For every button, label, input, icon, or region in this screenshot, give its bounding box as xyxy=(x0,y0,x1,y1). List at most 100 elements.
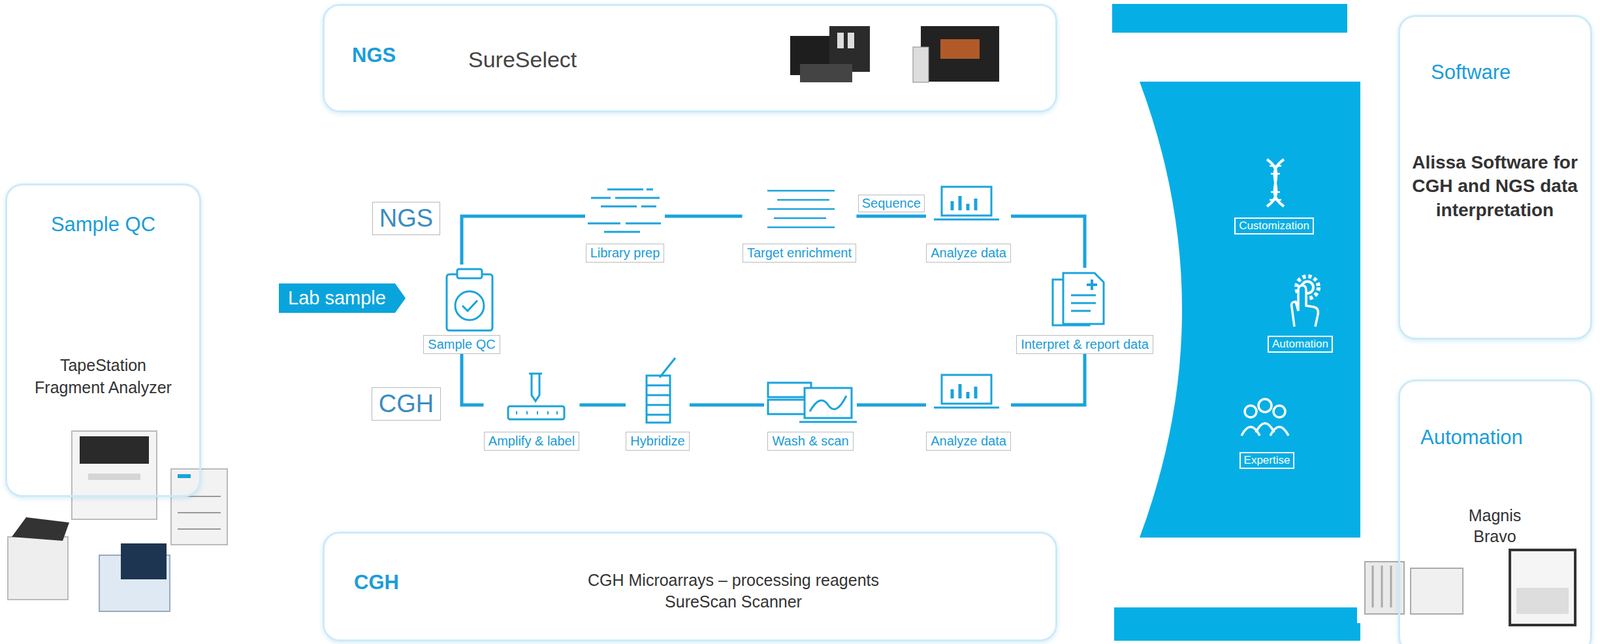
expertise-icon-part xyxy=(1270,427,1289,437)
sureselect-kits-part xyxy=(847,32,855,49)
panel-title: Software xyxy=(1430,60,1511,85)
qc-instruments-part xyxy=(120,543,167,580)
automation-instruments-part xyxy=(1372,565,1375,608)
software-panel: SoftwareAlissa Software for CGH and NGS … xyxy=(1398,15,1593,340)
step-label: Sample QC xyxy=(423,335,500,354)
workflow-icons-part xyxy=(804,387,852,418)
flow-line xyxy=(664,214,743,219)
process-step: Hybridize xyxy=(625,355,690,451)
expertise-icon-part xyxy=(1255,423,1275,433)
flow-line xyxy=(461,353,484,405)
expertise-icon-part xyxy=(1273,405,1286,418)
step-label: Interpret & report data xyxy=(1016,335,1154,354)
process-step: Interpret & report data xyxy=(1016,267,1154,354)
workflow-icons-part xyxy=(1086,279,1098,290)
step-label: Wash & scan xyxy=(767,431,853,451)
flow-line xyxy=(1010,216,1085,268)
workflow-icons-part xyxy=(446,274,493,331)
process-step: Amplify & label xyxy=(483,355,580,451)
automation-instruments xyxy=(1357,549,1576,625)
capability-label: Expertise xyxy=(1239,451,1296,469)
step-label: Analyze data xyxy=(926,243,1011,263)
workflow-icons-part xyxy=(528,373,543,401)
step-label: Analyze data xyxy=(926,431,1011,451)
process-step: Analyze data xyxy=(926,355,1011,451)
dna-icon-part xyxy=(1266,159,1284,207)
blue-band-part xyxy=(1112,3,1348,33)
qc-instruments-part xyxy=(11,517,70,541)
step-label: Amplify & label xyxy=(483,431,580,451)
automation-instruments-part xyxy=(1509,549,1576,625)
dna-icon xyxy=(1266,159,1284,207)
dna-icon-part xyxy=(1269,165,1282,168)
workflow-icons-part xyxy=(941,186,992,216)
qc-instruments-part xyxy=(7,536,68,600)
workflow-icons-part xyxy=(767,190,835,228)
workflow-icons-part xyxy=(809,395,847,412)
flow-line xyxy=(856,403,927,407)
branch-label: CGH xyxy=(371,387,441,421)
automation-instruments-part xyxy=(1381,565,1384,608)
qc-instruments-part xyxy=(177,512,221,514)
qc-instruments xyxy=(7,431,228,612)
workflow-icons-part xyxy=(799,421,857,424)
panel-title: Sample QC xyxy=(11,212,195,237)
workflow-icons-part xyxy=(646,375,671,423)
process-step: Target enrichment xyxy=(742,182,857,263)
label-text: CGH xyxy=(378,389,434,418)
workflow-icons-part xyxy=(659,357,676,378)
qc-instruments-part xyxy=(171,468,228,545)
dna-icon-part xyxy=(1270,173,1280,176)
label-text: Customization xyxy=(1238,219,1310,233)
sureselect-kits-part xyxy=(837,32,844,49)
sureselect-kits-part xyxy=(920,26,1000,82)
panel-title: Automation xyxy=(1420,425,1523,450)
step-label: Target enrichment xyxy=(742,243,857,263)
automation-instruments-part xyxy=(1390,565,1393,608)
workflow-icons-part xyxy=(508,406,565,420)
workflow-icons-part xyxy=(515,411,558,415)
workflow-icons xyxy=(446,186,1104,423)
dna-icon-part xyxy=(1266,159,1284,207)
blue-band-part xyxy=(1114,607,1361,641)
product-name: SureSelect xyxy=(468,46,577,74)
workflow-icons-part xyxy=(1063,272,1104,324)
product-name: Fragment Analyzer xyxy=(11,377,195,398)
label-text: Automation xyxy=(1272,337,1329,351)
product-name: SureScan Scanner xyxy=(472,591,995,612)
label-text: NGS xyxy=(379,204,433,233)
flow-line xyxy=(579,403,627,407)
automation-instruments-part xyxy=(1357,552,1472,624)
lab-sample-tag: Lab sample xyxy=(278,283,406,313)
sureselect-kits-part xyxy=(940,39,980,59)
flow-line xyxy=(461,216,586,265)
panel-title: CGH xyxy=(353,570,400,595)
dna-icon-part xyxy=(1269,199,1282,202)
edge-label: Sequence xyxy=(858,194,925,213)
qc-instruments-part xyxy=(88,473,141,480)
dna-icon-part xyxy=(1270,191,1280,194)
automation-icon-part xyxy=(1291,285,1319,327)
cgh-panel: CGHCGH Microarrays – processing reagents… xyxy=(322,531,1058,642)
expertise-icon xyxy=(1241,399,1289,436)
workflow-icons-part xyxy=(933,218,1000,221)
label-text: Lab sample xyxy=(288,287,386,309)
process-step: Wash & scan xyxy=(764,355,857,451)
process-step: Sample QC xyxy=(423,264,501,354)
capability-label: Automation xyxy=(1267,335,1333,353)
capability-label: Customization xyxy=(1234,217,1314,235)
automation-panel: AutomationMagnisBravo xyxy=(1398,379,1593,644)
workflow-icons-part xyxy=(941,374,992,404)
sureselect-kits-part xyxy=(912,47,929,83)
blue-band-part xyxy=(1139,81,1361,538)
tag-shape-fill xyxy=(278,283,406,313)
automation-icon xyxy=(1291,276,1319,327)
qc-instruments-part xyxy=(177,528,221,530)
step-label: Hybridize xyxy=(625,431,689,451)
expertise-icon-part xyxy=(1258,399,1272,413)
flow-line xyxy=(856,214,927,219)
expertise-icon-part xyxy=(1244,405,1257,418)
workflow-icons-part xyxy=(1071,295,1096,311)
